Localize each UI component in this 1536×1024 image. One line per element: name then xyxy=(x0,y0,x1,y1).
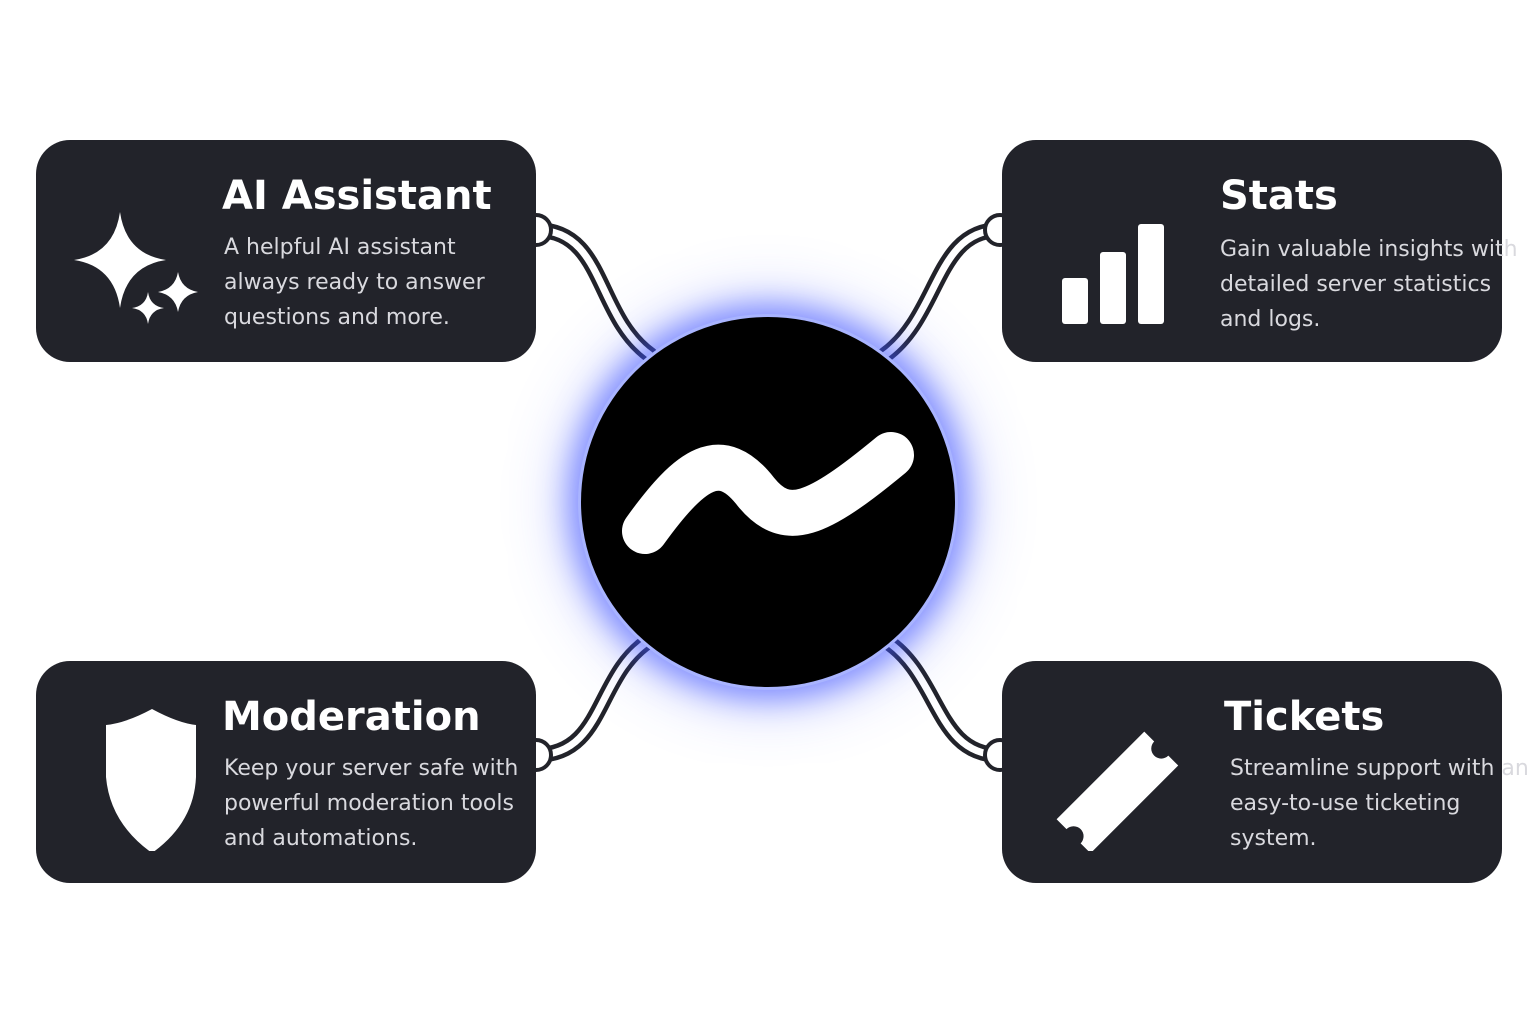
wave-logo-icon xyxy=(622,432,914,554)
bar-chart-icon xyxy=(1026,170,1186,330)
feature-description: Keep your server safe with powerful mode… xyxy=(224,756,519,851)
feature-title: Tickets xyxy=(1224,694,1385,740)
hub-logo xyxy=(578,314,958,690)
feature-description: A helpful AI assistant always ready to a… xyxy=(224,235,485,330)
shield-icon xyxy=(60,691,220,851)
feature-title: Stats xyxy=(1220,173,1338,219)
feature-card-ai-assistant[interactable]: AI Assistant A helpful AI assistant alwa… xyxy=(36,140,536,362)
feature-description: Streamline support with an easy-to-use t… xyxy=(1230,756,1529,851)
feature-card-tickets[interactable]: Tickets Streamline support with an easy-… xyxy=(1002,661,1529,883)
feature-title: AI Assistant xyxy=(222,173,492,219)
feature-description: Gain valuable insights with detailed ser… xyxy=(1220,237,1518,332)
feature-card-stats[interactable]: Stats Gain valuable insights with detail… xyxy=(1002,140,1518,362)
ticket-icon xyxy=(1026,691,1186,851)
feature-title: Moderation xyxy=(222,694,481,740)
sparkles-icon xyxy=(60,170,220,330)
feature-card-moderation[interactable]: Moderation Keep your server safe with po… xyxy=(36,661,536,883)
